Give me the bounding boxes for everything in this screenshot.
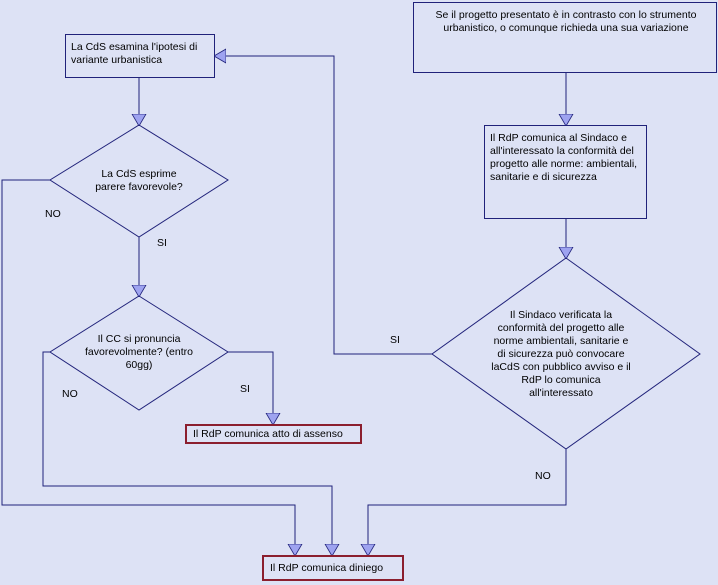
edge-cc-si-to-assent: [228, 351, 273, 424]
box-assent: Il RdP comunica atto di assenso: [185, 424, 362, 444]
edge-sindaco-no-to-denial: [368, 449, 567, 555]
label-no-cc: NO: [62, 388, 78, 400]
label-si-cds: SI: [157, 237, 167, 249]
edge-cds-no-to-denial: [1, 179, 295, 555]
rdp-communicates-text: Il RdP comunica al Sindaco e all'interes…: [490, 132, 638, 183]
cds-favorable-text: La CdS esprime parere favorevole?: [95, 168, 183, 193]
label-no-sindaco: NO: [535, 470, 551, 482]
label-no-cds: NO: [45, 208, 61, 220]
assent-text: Il RdP comunica atto di assenso: [193, 428, 343, 440]
cds-examines-text: La CdS esamina l'ipotesi di variante urb…: [71, 41, 198, 66]
sindaco-verified-text: Il Sindaco verificata la conformità del …: [491, 309, 631, 399]
project-contrast-text: Se il progetto presentato è in contrasto…: [435, 9, 697, 34]
cc-favorable-text: Il CC si pronuncia favorevolmente? (entr…: [85, 333, 193, 371]
box-project-contrast: Se il progetto presentato è in contrasto…: [413, 2, 717, 73]
denial-text: Il RdP comunica diniego: [270, 562, 384, 574]
label-si-cc: SI: [240, 383, 250, 395]
box-rdp-communicates: Il RdP comunica al Sindaco e all'interes…: [484, 125, 647, 219]
edge-sindaco-si-to-cds: [215, 56, 432, 355]
box-cds-examines: La CdS esamina l'ipotesi di variante urb…: [65, 34, 215, 78]
decision-cc-favorable: [49, 295, 229, 411]
label-si-sindaco: SI: [390, 334, 400, 346]
edge-cc-no-to-denial: [42, 351, 332, 555]
box-denial: Il RdP comunica diniego: [262, 555, 404, 581]
